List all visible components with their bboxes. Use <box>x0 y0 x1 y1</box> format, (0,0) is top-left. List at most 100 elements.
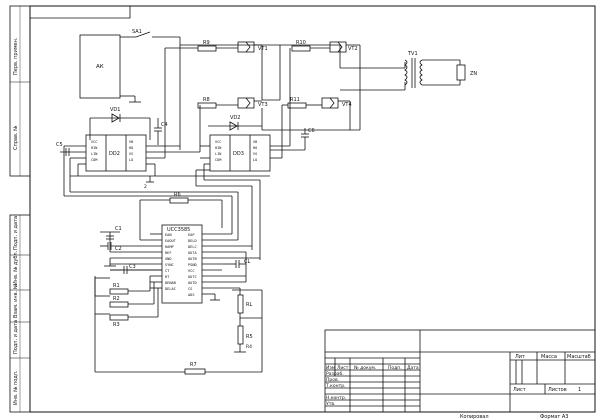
copied-label: Копировал <box>460 414 489 420</box>
tb-col-sign: Подп. <box>388 365 402 371</box>
tb-col-doc: № докум. <box>354 365 376 371</box>
label-vt4: VT4 <box>342 102 352 108</box>
label-vd1: VD1 <box>110 107 120 113</box>
dd1-pin-cs: CS <box>188 287 192 291</box>
dd1-pin-ramp: RAMP <box>165 245 174 249</box>
label-r10: R10 <box>296 40 306 46</box>
label-r4: R4 <box>246 344 252 350</box>
label-r9: R9 <box>203 40 210 46</box>
load-zn <box>456 64 466 81</box>
dd1-pin-ct: CT <box>165 269 170 273</box>
label-c5: C5 <box>56 142 63 148</box>
label-r3: R3 <box>113 322 120 328</box>
tb-lit: Лит <box>515 354 525 360</box>
dd1-pin-gnd: GND <box>165 257 172 261</box>
dd1-pin-outc: OUTC <box>188 275 197 279</box>
label-r7: R7 <box>190 362 197 368</box>
format-label: Формат A3 <box>540 414 568 420</box>
battery-ak <box>79 34 121 99</box>
label-gnd-2: 2 <box>144 184 147 190</box>
label-vt1: VT1 <box>258 46 268 52</box>
tb-row-utv: Утв. <box>326 401 335 407</box>
label-vd2: VD2 <box>230 115 240 121</box>
dd1-pin-ref: REF <box>165 251 172 255</box>
dd1-pin-deld: DELD <box>188 239 197 243</box>
label-sa1: SA1 <box>132 29 142 35</box>
dd2-pin-vs: VS <box>129 152 133 156</box>
label-r2: R2 <box>113 296 120 302</box>
dd3-pin-lo: LO <box>253 158 257 162</box>
label-c6: C6 <box>308 128 315 134</box>
dd1-pin-sync: SYNC <box>165 263 174 267</box>
label-r1: R1 <box>113 283 120 289</box>
margin-label-1: Справ. № <box>13 125 19 150</box>
controller-stage <box>94 196 263 375</box>
title-block <box>324 329 596 413</box>
dd1-pin-eap: EAP <box>188 233 195 237</box>
dd2-pin-hin: HIN <box>91 146 97 150</box>
dd1-pin-ads: ADS <box>188 293 195 297</box>
driver-dd2 <box>85 134 147 172</box>
dd3-pin-hin: HIN <box>215 146 221 150</box>
dd3-pin-vb: VB <box>253 140 257 144</box>
label-r8: R8 <box>203 97 210 103</box>
drawing-frame <box>29 5 596 413</box>
dd1-pin-denab: DENAB <box>165 281 176 285</box>
dd1-pin-pgnd: PGND <box>188 263 197 267</box>
tb-col-izm: Изм <box>326 365 335 371</box>
tb-masshtab: Масштаб <box>567 354 591 360</box>
label-r6: R6 <box>174 192 181 198</box>
tb-sheets-value: 1 <box>578 387 581 393</box>
dd3-pin-ho: HO <box>253 146 257 150</box>
tb-row-razrab: Разраб. <box>326 371 344 377</box>
dd3-pin-vs: VS <box>253 152 257 156</box>
top-left-stamp <box>29 6 131 19</box>
dd1-pin-outb: OUTB <box>188 257 197 261</box>
label-r11: R11 <box>290 97 300 103</box>
margin-label-5: Подп. и дата <box>13 320 19 354</box>
label-zn: ZN <box>470 71 477 77</box>
label-vt2: VT2 <box>348 46 358 52</box>
margin-label-6: Инв. № подл. <box>13 370 19 405</box>
dd1-pin-rt: RT <box>165 275 170 279</box>
label-r5: R5 <box>246 334 253 340</box>
dd1-pin-outd: OUTD <box>188 281 197 285</box>
label-c2: C2 <box>115 246 122 252</box>
tb-sheets: Листов <box>548 387 567 393</box>
label-c4: C4 <box>161 122 168 128</box>
dd1-pin-delac: DELAC <box>165 287 176 291</box>
label-rl: RL <box>246 302 252 308</box>
dd2-pin-lin: LIN <box>91 152 97 156</box>
tb-massa: Масса <box>541 354 557 360</box>
margin-label-2: Подп. и дата <box>13 216 19 250</box>
dd1-pin-vcc: VCC <box>188 269 195 273</box>
dd1-pin-delc: DELC <box>188 245 197 249</box>
driver-dd3 <box>209 134 271 172</box>
dd1-pin-ean: EAN <box>165 233 172 237</box>
dd3-pin-vcc: VCC <box>215 140 221 144</box>
margin-label-0: Перв. примен. <box>13 37 19 75</box>
dd1-pin-outa: OUTA <box>188 251 197 255</box>
dd3-pin-com: COM <box>215 158 221 162</box>
label-tv1: TV1 <box>407 51 418 57</box>
label-ak: АК <box>96 64 104 70</box>
dd2-pin-vcc: VCC <box>91 140 97 144</box>
dd3-pin-lin: LIN <box>215 152 221 156</box>
tb-row-nkontr: Н.контр. <box>326 395 346 401</box>
dd2-pin-lo: LO <box>129 158 133 162</box>
tb-row-tkontr: Т.контр. <box>325 383 346 389</box>
label-c3: C3 <box>129 264 136 270</box>
dd2-pin-com: COM <box>91 158 97 162</box>
label-c1: C1 <box>115 226 122 232</box>
margin-label-4: Взам. инв. № <box>13 283 19 318</box>
dd1-pin-eaout: EAOUT <box>165 239 177 243</box>
margin-label-3: Инв. № дубл. <box>13 250 19 285</box>
label-dd2: DD2 <box>109 151 120 157</box>
label-dd1: UCC3585 <box>167 227 190 233</box>
label-cl: CL <box>244 259 250 265</box>
dd2-pin-ho: HO <box>129 146 133 150</box>
label-vt3: VT3 <box>258 102 268 108</box>
left-margin-strip: Перв. примен. Справ. № Подп. и дата Инв.… <box>9 5 31 413</box>
tb-col-date: Дата <box>407 365 419 371</box>
